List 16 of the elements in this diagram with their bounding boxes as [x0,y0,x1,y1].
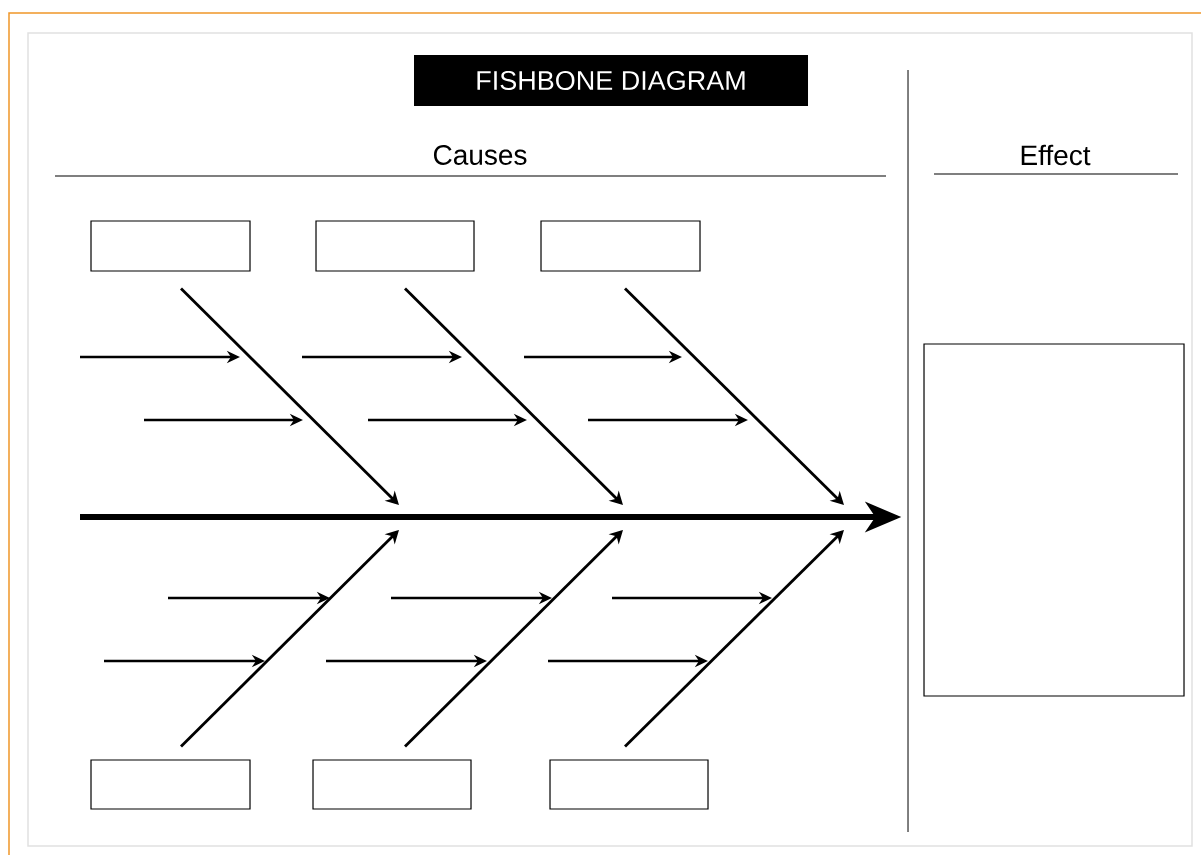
bone-arrow [624,287,844,505]
category-box [315,220,475,272]
category-box [90,220,251,272]
category-box [90,759,251,810]
bone-arrow [624,530,844,748]
bone-arrow [404,287,623,505]
bone-arrow [404,530,623,748]
title-banner: FISHBONE DIAGRAM [414,55,808,106]
section-heading: Causes [433,145,527,165]
bone-arrow [180,530,399,748]
category-box [312,759,472,810]
section-heading: Effect [1021,144,1091,166]
effect-box [923,343,1185,697]
bone-arrow [180,287,399,505]
category-box [540,220,701,272]
category-box [549,759,709,810]
